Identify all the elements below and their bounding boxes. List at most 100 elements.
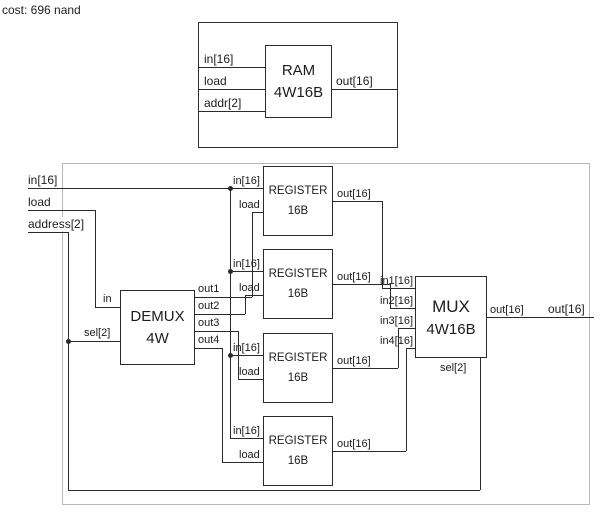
wire-reg2out-v: [390, 284, 391, 308]
symbol-pin-load-label: load: [204, 74, 227, 88]
wire-reg4out-v: [406, 348, 407, 451]
junction-dot: [66, 339, 71, 344]
wire-reg1out-h2: [382, 288, 415, 289]
symbol-pin-in-label: in[16]: [204, 52, 234, 66]
register1-block[interactable]: REGISTER 16B: [263, 166, 333, 236]
impl-pin-out-label: out[16]: [548, 302, 585, 316]
symbol-wire-addr: [198, 111, 265, 112]
demux-block-name: DEMUX: [130, 308, 185, 325]
wire-in16-dist: [230, 188, 231, 438]
symbol-pin-out-label: out[16]: [336, 74, 373, 88]
reg1-port-out-label: out[16]: [337, 188, 371, 200]
demux-block[interactable]: DEMUX 4W: [120, 290, 195, 365]
demux-block-size: 4W: [146, 330, 169, 347]
register2-block-size: 16B: [287, 287, 309, 300]
reg2-port-in-label: in[16]: [233, 258, 260, 270]
reg3-port-in-label: in[16]: [233, 342, 260, 354]
wire-reg1out-h1: [333, 201, 382, 202]
wire-address-h1: [28, 232, 68, 233]
wire-out4-h2: [222, 462, 263, 463]
demux-port-out2-label: out2: [198, 300, 220, 312]
mux-port-in4-label: in4[16]: [380, 335, 414, 347]
reg2-port-out-label: out[16]: [337, 271, 371, 283]
wire-load-h1: [28, 210, 95, 211]
register1-block-name: REGISTER: [268, 184, 328, 197]
register3-block-size: 16B: [287, 371, 309, 384]
reg4-port-out-label: out[16]: [337, 438, 371, 450]
wire-reg4out-h1: [333, 451, 406, 452]
impl-pin-load-label: load: [28, 195, 51, 209]
register3-block-name: REGISTER: [268, 351, 328, 364]
mux-port-in3-label: in3[16]: [380, 315, 414, 327]
mux-block-size: 4W16B: [426, 320, 476, 338]
mux-block-name: MUX: [432, 296, 470, 316]
wire-address-v: [68, 232, 69, 490]
demux-port-sel-label: sel[2]: [84, 327, 111, 339]
register1-block-size: 16B: [287, 204, 309, 217]
wire-out2-v: [245, 295, 246, 314]
wire-out3-h2: [238, 379, 263, 380]
demux-port-out1-label: out1: [198, 283, 220, 295]
ram-block[interactable]: RAM 4W16B: [265, 45, 332, 118]
wire-address-demux: [68, 341, 120, 342]
wire-reg3out-h1: [333, 368, 398, 369]
reg4-port-in-label: in[16]: [233, 425, 260, 437]
reg2-port-load-label: load: [239, 282, 260, 294]
wire-out1-h1: [195, 297, 252, 298]
wire-out16: [487, 317, 594, 318]
symbol-pin-addr-label: addr[2]: [204, 96, 242, 110]
symbol-wire-in: [198, 67, 265, 68]
wire-load-v: [95, 210, 96, 307]
wire-out4-v: [222, 348, 223, 462]
mux-port-in1-label: in1[16]: [380, 275, 414, 287]
wire-out1-h2: [252, 212, 263, 213]
reg3-port-load-label: load: [239, 366, 260, 378]
wire-in16-stub-reg3: [230, 355, 263, 356]
wire-out4-h1: [195, 348, 222, 349]
reg1-port-load-label: load: [239, 199, 260, 211]
mux-port-sel-label: sel[2]: [440, 362, 467, 374]
register4-block-size: 16B: [287, 454, 309, 467]
reg3-port-out-label: out[16]: [337, 355, 371, 367]
wire-in16-stub-reg4: [230, 438, 263, 439]
wire-reg2out-h2: [390, 308, 415, 309]
register4-block[interactable]: REGISTER 16B: [263, 416, 333, 486]
wire-out3-v: [238, 331, 239, 379]
register4-block-name: REGISTER: [268, 434, 328, 447]
wire-in16-main: [28, 188, 263, 189]
reg4-port-load-label: load: [239, 449, 260, 461]
demux-port-out3-label: out3: [198, 317, 220, 329]
symbol-wire-out: [332, 89, 398, 90]
mux-block[interactable]: MUX 4W16B: [415, 276, 487, 358]
wire-out2-h2: [245, 295, 263, 296]
mux-port-out-label: out[16]: [490, 304, 524, 316]
wire-load-h2: [95, 307, 120, 308]
junction-dot: [228, 269, 233, 274]
register2-block-name: REGISTER: [268, 267, 328, 280]
mux-port-in2-label: in2[16]: [380, 295, 414, 307]
wire-address-muxsel: [480, 358, 481, 490]
demux-port-in-label: in: [103, 293, 112, 305]
wire-out1-v: [252, 212, 253, 297]
wire-out2-h1: [195, 314, 245, 315]
symbol-box: [198, 22, 398, 148]
wire-reg3out-v: [398, 328, 399, 368]
symbol-wire-load: [198, 89, 265, 90]
cost-label: cost: 696 nand: [2, 3, 81, 17]
demux-port-out4-label: out4: [198, 334, 220, 346]
reg1-port-in-label: in[16]: [233, 175, 260, 187]
wire-in16-stub-reg2: [230, 271, 263, 272]
register2-block[interactable]: REGISTER 16B: [263, 249, 333, 319]
implementation-box: [62, 163, 590, 505]
wire-reg4out-h2: [406, 348, 415, 349]
register3-block[interactable]: REGISTER 16B: [263, 333, 333, 403]
ram-block-name: RAM: [281, 62, 316, 79]
wire-reg3out-h2: [398, 328, 415, 329]
impl-pin-address-label: address[2]: [28, 217, 85, 231]
wire-address-bottom: [68, 490, 480, 491]
wire-reg1out-v: [382, 201, 383, 288]
junction-dot: [228, 353, 233, 358]
ram-block-size: 4W16B: [273, 84, 324, 101]
wire-out3-h1: [195, 331, 238, 332]
